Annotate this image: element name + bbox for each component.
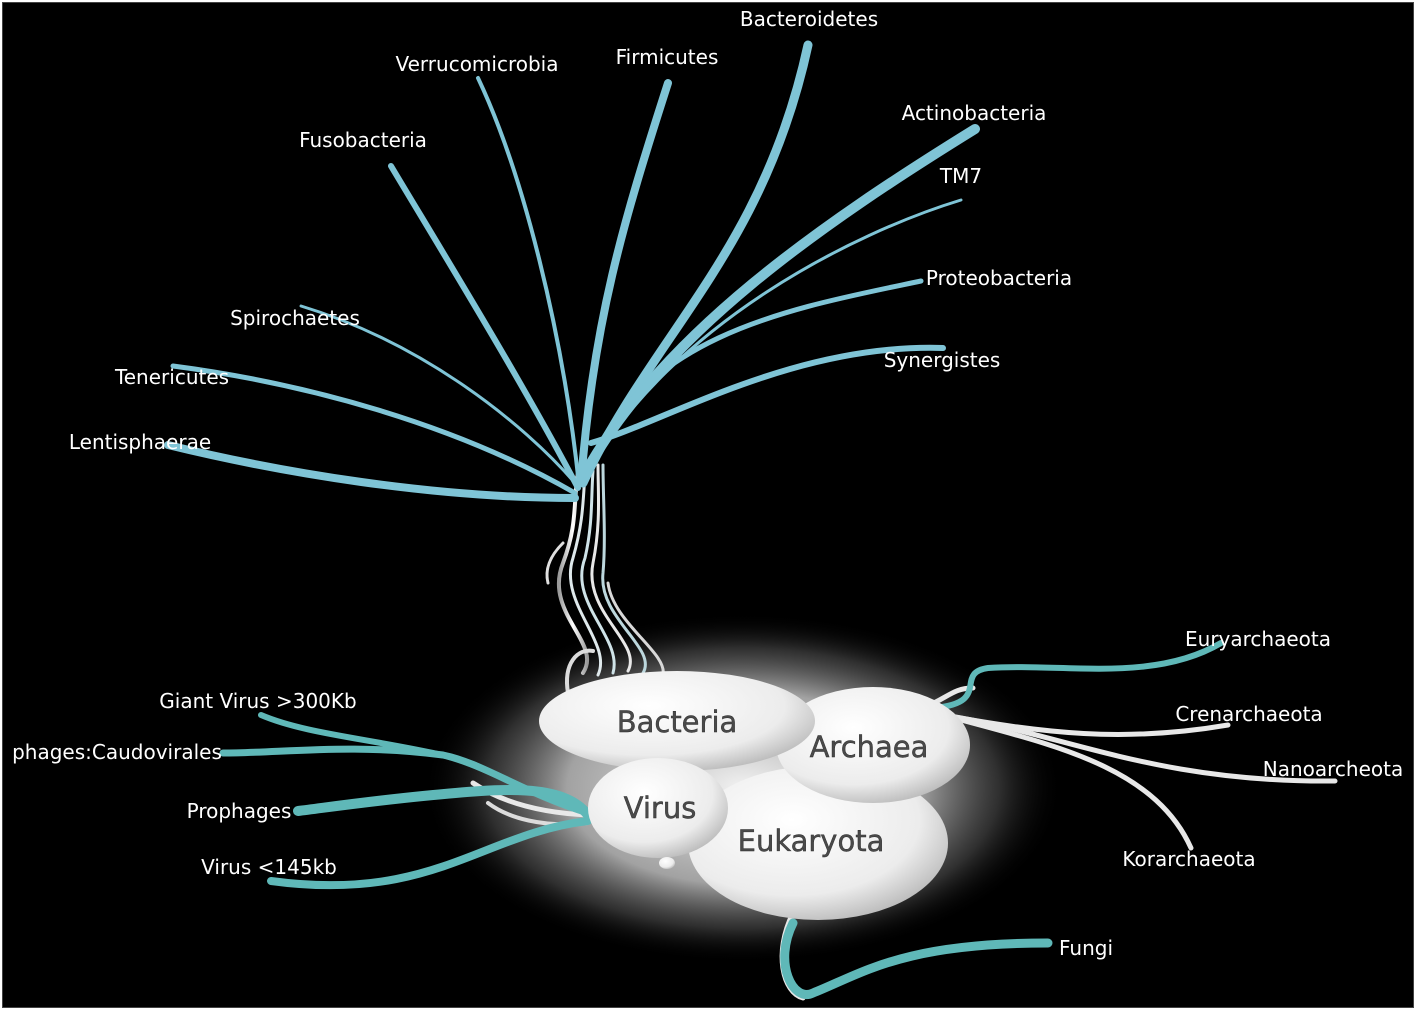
label-crenarchaeota: Crenarchaeota	[1175, 702, 1322, 726]
label-phages-caudovirales: phages:Caudovirales	[12, 740, 222, 764]
bacteria-trunk	[545, 541, 565, 585]
diagram-canvas: Bacteria Archaea Virus Eukaryota Bactero…	[12, 7, 1403, 1001]
branch-labels: Bacteroidetes Firmicutes Verrucomicrobia…	[12, 7, 1403, 960]
branch-tenericutes	[170, 363, 578, 496]
bacteria-branch-group	[164, 40, 980, 695]
label-giant-virus: Giant Virus >300Kb	[159, 689, 356, 713]
virus-domain-label: Virus	[624, 791, 697, 825]
bacteria-domain-label: Bacteria	[617, 705, 738, 739]
virus-blob	[588, 758, 728, 858]
archaea-blob	[776, 687, 970, 803]
bacteria-trunk	[565, 648, 595, 695]
label-bacteroidetes: Bacteroidetes	[740, 7, 878, 31]
branch-verrucomicrobia	[476, 76, 581, 487]
branch-lentisphaerae	[164, 441, 579, 502]
label-actinobacteria: Actinobacteria	[902, 101, 1047, 125]
eukaryota-blob	[688, 766, 948, 920]
label-proteobacteria: Proteobacteria	[926, 266, 1072, 290]
label-tenericutes: Tenericutes	[114, 365, 229, 389]
label-lentisphaerae: Lentisphaerae	[69, 430, 211, 454]
label-fungi: Fungi	[1059, 936, 1113, 960]
branch-firmicutes	[577, 79, 672, 487]
branch-tm7	[585, 198, 963, 475]
branch-spirochaetes	[299, 304, 577, 485]
branch-fusobacteria	[388, 163, 581, 491]
label-tm7: TM7	[939, 164, 982, 188]
label-euryarchaeota: Euryarchaeota	[1185, 627, 1331, 651]
bacteria-trunk	[606, 581, 665, 677]
eukaryota-domain-label: Eukaryota	[738, 824, 885, 858]
virus-blob-tail	[659, 857, 675, 869]
label-nanoarcheota: Nanoarcheota	[1263, 757, 1403, 781]
branch-virus-small	[267, 817, 592, 890]
label-verrucomicrobia: Verrucomicrobia	[396, 52, 559, 76]
bacteria-trunk	[556, 471, 590, 675]
virus-branch-group	[219, 712, 593, 890]
domain-blobs: Bacteria Archaea Virus Eukaryota	[539, 671, 970, 920]
branch-synergistes	[588, 344, 946, 446]
bacteria-trunk	[580, 469, 616, 675]
branch-prophages	[293, 785, 593, 820]
label-virus-small: Virus <145kb	[201, 855, 337, 879]
label-spirochaetes: Spirochaetes	[230, 306, 360, 330]
label-synergistes: Synergistes	[884, 348, 1001, 372]
branch-korarchaeota	[940, 712, 1194, 851]
label-fusobacteria: Fusobacteria	[299, 128, 427, 152]
bacteria-trunk	[601, 463, 647, 675]
branch-actinobacteria	[580, 124, 980, 478]
bacteria-blob	[539, 671, 815, 771]
label-korarchaeota: Korarchaeota	[1122, 847, 1255, 871]
branch-proteobacteria	[586, 278, 924, 471]
eukaryota-branch-group	[779, 910, 1053, 1001]
archaea-domain-label: Archaea	[810, 730, 929, 764]
bacteria-trunk	[590, 463, 632, 673]
label-prophages: Prophages	[187, 799, 292, 823]
branch-fungi	[780, 918, 1053, 999]
bacteria-trunk	[569, 471, 602, 677]
branch-nanoarcheota	[940, 712, 1338, 784]
label-firmicutes: Firmicutes	[616, 45, 719, 69]
branch-euryarchaeota	[930, 640, 1224, 711]
